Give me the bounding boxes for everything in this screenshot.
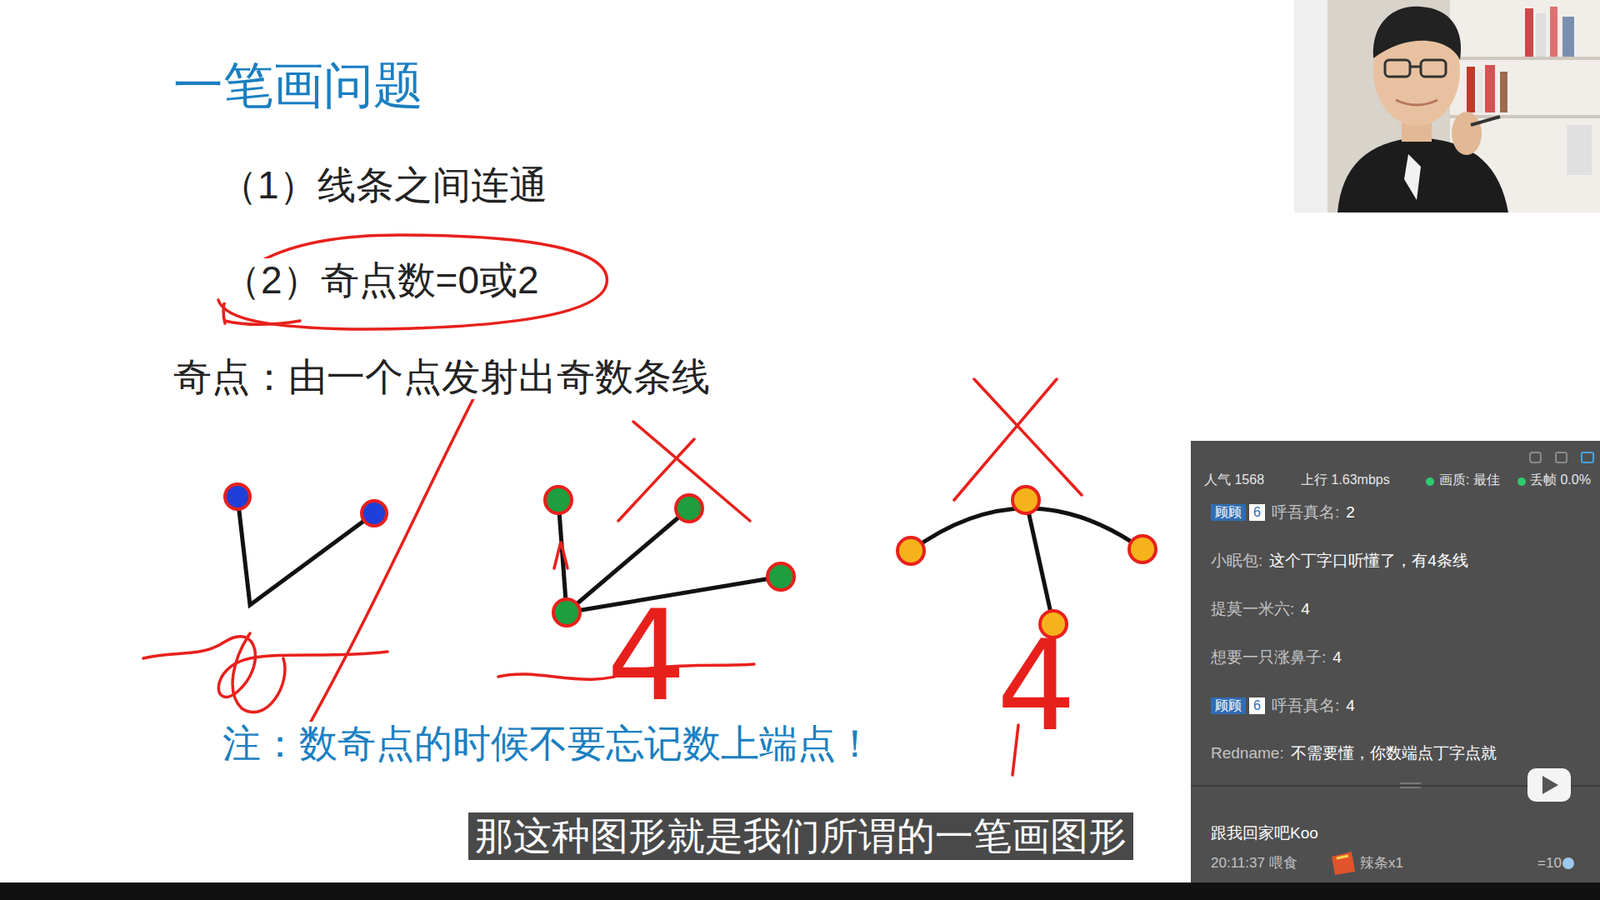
chat-username: 小眠包: xyxy=(1210,551,1263,570)
chat-message: 跟我回家吧Koo xyxy=(1210,824,1319,843)
user-badge: 顾顾 xyxy=(1210,504,1246,521)
slide-text: （2）奇点数=0或2 xyxy=(222,258,540,303)
chat-panel xyxy=(1190,440,1600,883)
chat-username: 呼吾真名: xyxy=(1271,696,1340,715)
stream-stat: 上行 1.63mbps xyxy=(1300,472,1390,488)
chat-message: 4 xyxy=(1332,648,1342,667)
slide-text: 奇点：由一个点发射出奇数条线 xyxy=(173,355,710,400)
stream-stat: 画质: 最佳 xyxy=(1439,472,1500,488)
gift-time: 20:11:37 喂食 xyxy=(1210,855,1298,872)
chat-message: 不需要懂，你数端点丁字点就 xyxy=(1290,744,1497,763)
note-text: 注：数奇点的时候不要忘记数上端点！ xyxy=(222,721,875,766)
stream-stat: 人气 1568 xyxy=(1204,472,1265,488)
handwritten-number: 4 xyxy=(996,623,1076,749)
chat-line: 想要一只涨鼻子: 4 xyxy=(1210,648,1342,667)
slide-text: （1）线条之间连通 xyxy=(219,163,548,208)
chat-username: Redname: xyxy=(1210,744,1285,763)
chat-username: 呼吾真名: xyxy=(1271,503,1340,522)
stream-stat: 丢帧 0.0% xyxy=(1530,472,1591,488)
handwritten-marks xyxy=(143,235,1082,775)
graph-figure xyxy=(225,484,387,605)
slide-title: 一笔画问题 xyxy=(173,56,424,115)
chat-line: 小眠包: 这个丁字口听懂了，有4条线 xyxy=(1210,551,1469,570)
bottom-bar xyxy=(0,882,1600,900)
gift-label: 辣条x1 xyxy=(1360,855,1404,872)
chat-line: 顾顾6 呼吾真名: 2 xyxy=(1210,503,1355,522)
chat-username: 提莫一米六: xyxy=(1210,600,1295,619)
chat-username: 想要一只涨鼻子: xyxy=(1210,648,1326,667)
chat-message: 4 xyxy=(1300,600,1310,619)
chat-line: Redname: 不需要懂，你数端点丁字点就 xyxy=(1210,744,1497,763)
chat-message: 2 xyxy=(1345,503,1355,522)
chat-message: 这个丁字口听懂了，有4条线 xyxy=(1269,551,1469,570)
gift-count: =10 xyxy=(1537,855,1562,872)
video-subtitle: 那这种图形就是我们所谓的一笔画图形 xyxy=(468,812,1134,860)
graph-figure xyxy=(897,486,1156,638)
user-badge: 顾顾 xyxy=(1210,697,1246,715)
user-level: 6 xyxy=(1249,697,1265,715)
user-level: 6 xyxy=(1249,504,1265,521)
webcam-view xyxy=(1294,0,1600,213)
chat-message: 4 xyxy=(1345,696,1355,715)
chat-line: 提莫一米六: 4 xyxy=(1210,600,1310,619)
chat-line: 顾顾6 呼吾真名: 4 xyxy=(1210,696,1355,715)
handwritten-number: 4 xyxy=(606,593,686,719)
